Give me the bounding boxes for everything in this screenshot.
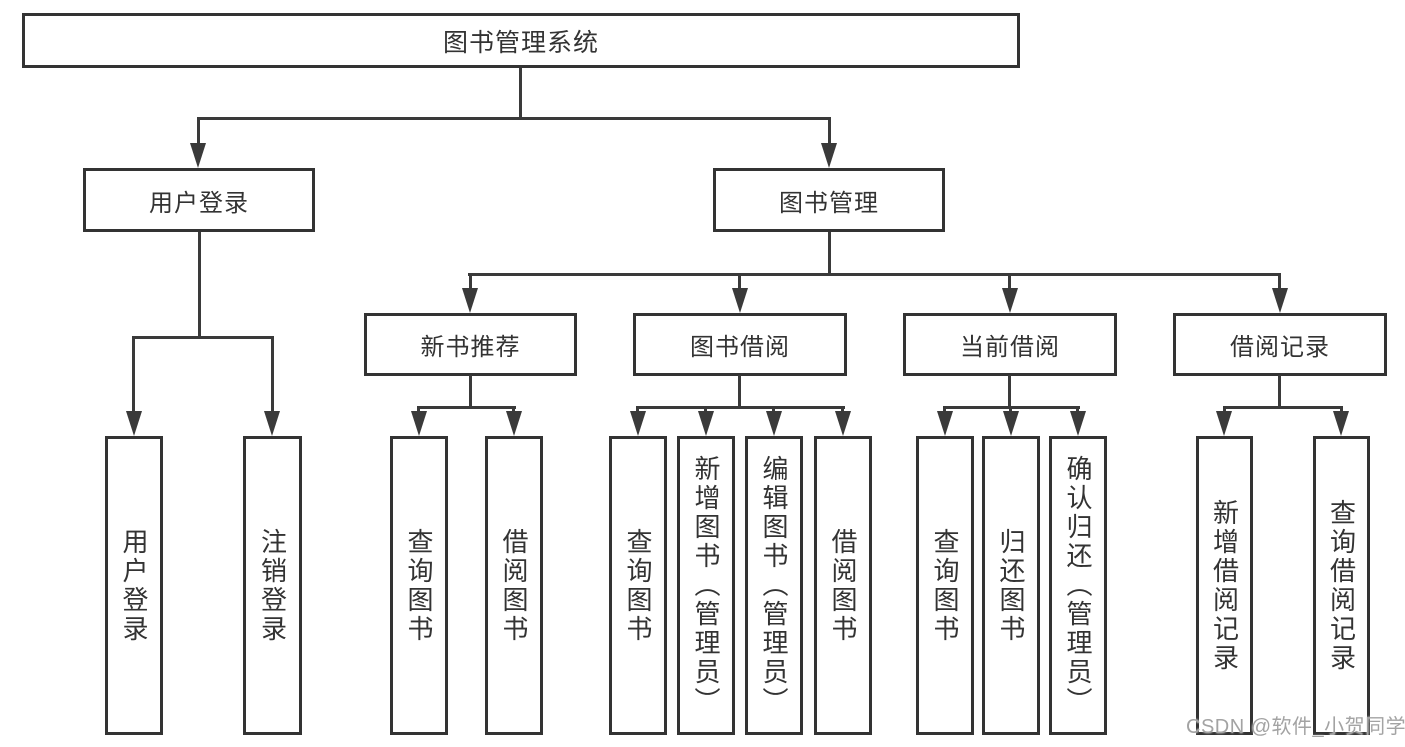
arrow-down-icon — [190, 143, 206, 168]
arrow-down-icon — [835, 411, 851, 436]
node-user-login: 用户登录 — [83, 168, 315, 232]
connector-vline — [828, 117, 831, 145]
node-root-label: 图书管理系统 — [442, 28, 599, 57]
connector-vline — [519, 68, 522, 118]
leaf-query-book-3-label: 查询图书 — [930, 527, 960, 644]
arrow-down-icon — [630, 411, 646, 436]
leaf-query-book-2: 查询图书 — [609, 436, 667, 735]
connector-vline — [738, 273, 741, 290]
node-book-management: 图书管理 — [713, 168, 945, 232]
arrow-down-icon — [506, 411, 522, 436]
leaf-query-book-1-label: 查询图书 — [404, 527, 434, 644]
arrow-down-icon — [821, 143, 837, 168]
leaf-query-book-3: 查询图书 — [916, 436, 974, 735]
leaf-query-borrow-record-label: 查询借阅记录 — [1326, 498, 1357, 673]
leaf-borrow-book-1: 借阅图书 — [485, 436, 543, 735]
arrow-down-icon — [1070, 411, 1086, 436]
connector-vline — [738, 375, 741, 408]
arrow-down-icon — [732, 288, 748, 313]
leaf-borrow-book-1-label: 借阅图书 — [499, 527, 529, 644]
leaf-add-book-admin-label: 新增图书（管理员） — [691, 455, 721, 716]
leaf-query-borrow-record: 查询借阅记录 — [1313, 436, 1370, 735]
node-book-management-label: 图书管理 — [779, 189, 879, 217]
arrow-down-icon — [1002, 288, 1018, 313]
leaf-logout-label: 注销登录 — [257, 527, 288, 644]
connector-hline — [636, 406, 845, 409]
leaf-confirm-return-admin-label: 确认归还（管理员） — [1063, 455, 1093, 716]
connector-vline — [1278, 273, 1281, 290]
leaf-add-borrow-record-label: 新增借阅记录 — [1209, 498, 1240, 673]
arrow-down-icon — [1272, 288, 1288, 313]
connector-vline — [469, 273, 472, 290]
node-user-login-label: 用户登录 — [149, 189, 249, 217]
node-current-borrow-label: 当前借阅 — [960, 334, 1060, 361]
connector-vline — [1076, 406, 1079, 413]
leaf-return-book-label: 归还图书 — [996, 527, 1026, 644]
connector-vline — [1223, 406, 1226, 413]
leaf-add-borrow-record: 新增借阅记录 — [1196, 436, 1253, 735]
leaf-query-book-1: 查询图书 — [390, 436, 448, 735]
connector-vline — [417, 406, 420, 413]
connector-hline — [132, 336, 274, 339]
connector-vline — [636, 406, 639, 413]
leaf-user-login: 用户登录 — [105, 436, 163, 735]
arrow-down-icon — [937, 411, 953, 436]
node-root: 图书管理系统 — [22, 13, 1020, 68]
leaf-edit-book-admin-label: 编辑图书（管理员） — [759, 455, 789, 716]
arrow-down-icon — [264, 411, 280, 436]
node-new-book-recommend: 新书推荐 — [364, 313, 577, 376]
leaf-borrow-book-2: 借阅图书 — [814, 436, 872, 735]
connector-vline — [469, 375, 472, 408]
leaf-query-book-2-label: 查询图书 — [623, 527, 653, 644]
connector-hline — [417, 406, 516, 409]
leaf-user-login-label: 用户登录 — [119, 527, 149, 644]
leaf-add-book-admin: 新增图书（管理员） — [677, 436, 735, 735]
connector-vline — [197, 117, 200, 145]
connector-vline — [1008, 273, 1011, 290]
arrow-down-icon — [1003, 411, 1019, 436]
leaf-return-book: 归还图书 — [982, 436, 1040, 735]
connector-vline — [512, 406, 515, 413]
node-borrow-record-label: 借阅记录 — [1230, 334, 1330, 361]
connector-vline — [1008, 375, 1011, 408]
arrow-down-icon — [411, 411, 427, 436]
connector-vline — [704, 406, 707, 413]
connector-hline — [468, 273, 1281, 276]
leaf-edit-book-admin: 编辑图书（管理员） — [745, 436, 803, 735]
arrow-down-icon — [462, 288, 478, 313]
connector-hline — [1223, 406, 1343, 409]
leaf-confirm-return-admin: 确认归还（管理员） — [1049, 436, 1107, 735]
connector-vline — [1340, 406, 1343, 413]
connector-vline — [198, 232, 201, 337]
connector-vline — [772, 406, 775, 413]
connector-vline — [271, 336, 274, 413]
csdn-watermark: CSDN @软件_小贺同学 — [1186, 716, 1405, 738]
connector-hline — [197, 117, 831, 120]
leaf-logout: 注销登录 — [243, 436, 302, 735]
node-borrow-record: 借阅记录 — [1173, 313, 1387, 376]
connector-vline — [1278, 375, 1281, 408]
node-book-borrow: 图书借阅 — [633, 313, 847, 376]
node-current-borrow: 当前借阅 — [903, 313, 1117, 376]
node-new-book-recommend-label: 新书推荐 — [420, 334, 521, 361]
arrow-down-icon — [126, 411, 142, 436]
connector-vline — [943, 406, 946, 413]
connector-vline — [841, 406, 844, 413]
connector-vline — [1009, 406, 1012, 413]
leaf-borrow-book-2-label: 借阅图书 — [828, 527, 858, 644]
arrow-down-icon — [1216, 411, 1232, 436]
connector-vline — [132, 336, 135, 413]
node-book-borrow-label: 图书借阅 — [690, 334, 790, 361]
arrow-down-icon — [1333, 411, 1349, 436]
connector-vline — [828, 232, 831, 275]
arrow-down-icon — [766, 411, 782, 436]
arrow-down-icon — [698, 411, 714, 436]
